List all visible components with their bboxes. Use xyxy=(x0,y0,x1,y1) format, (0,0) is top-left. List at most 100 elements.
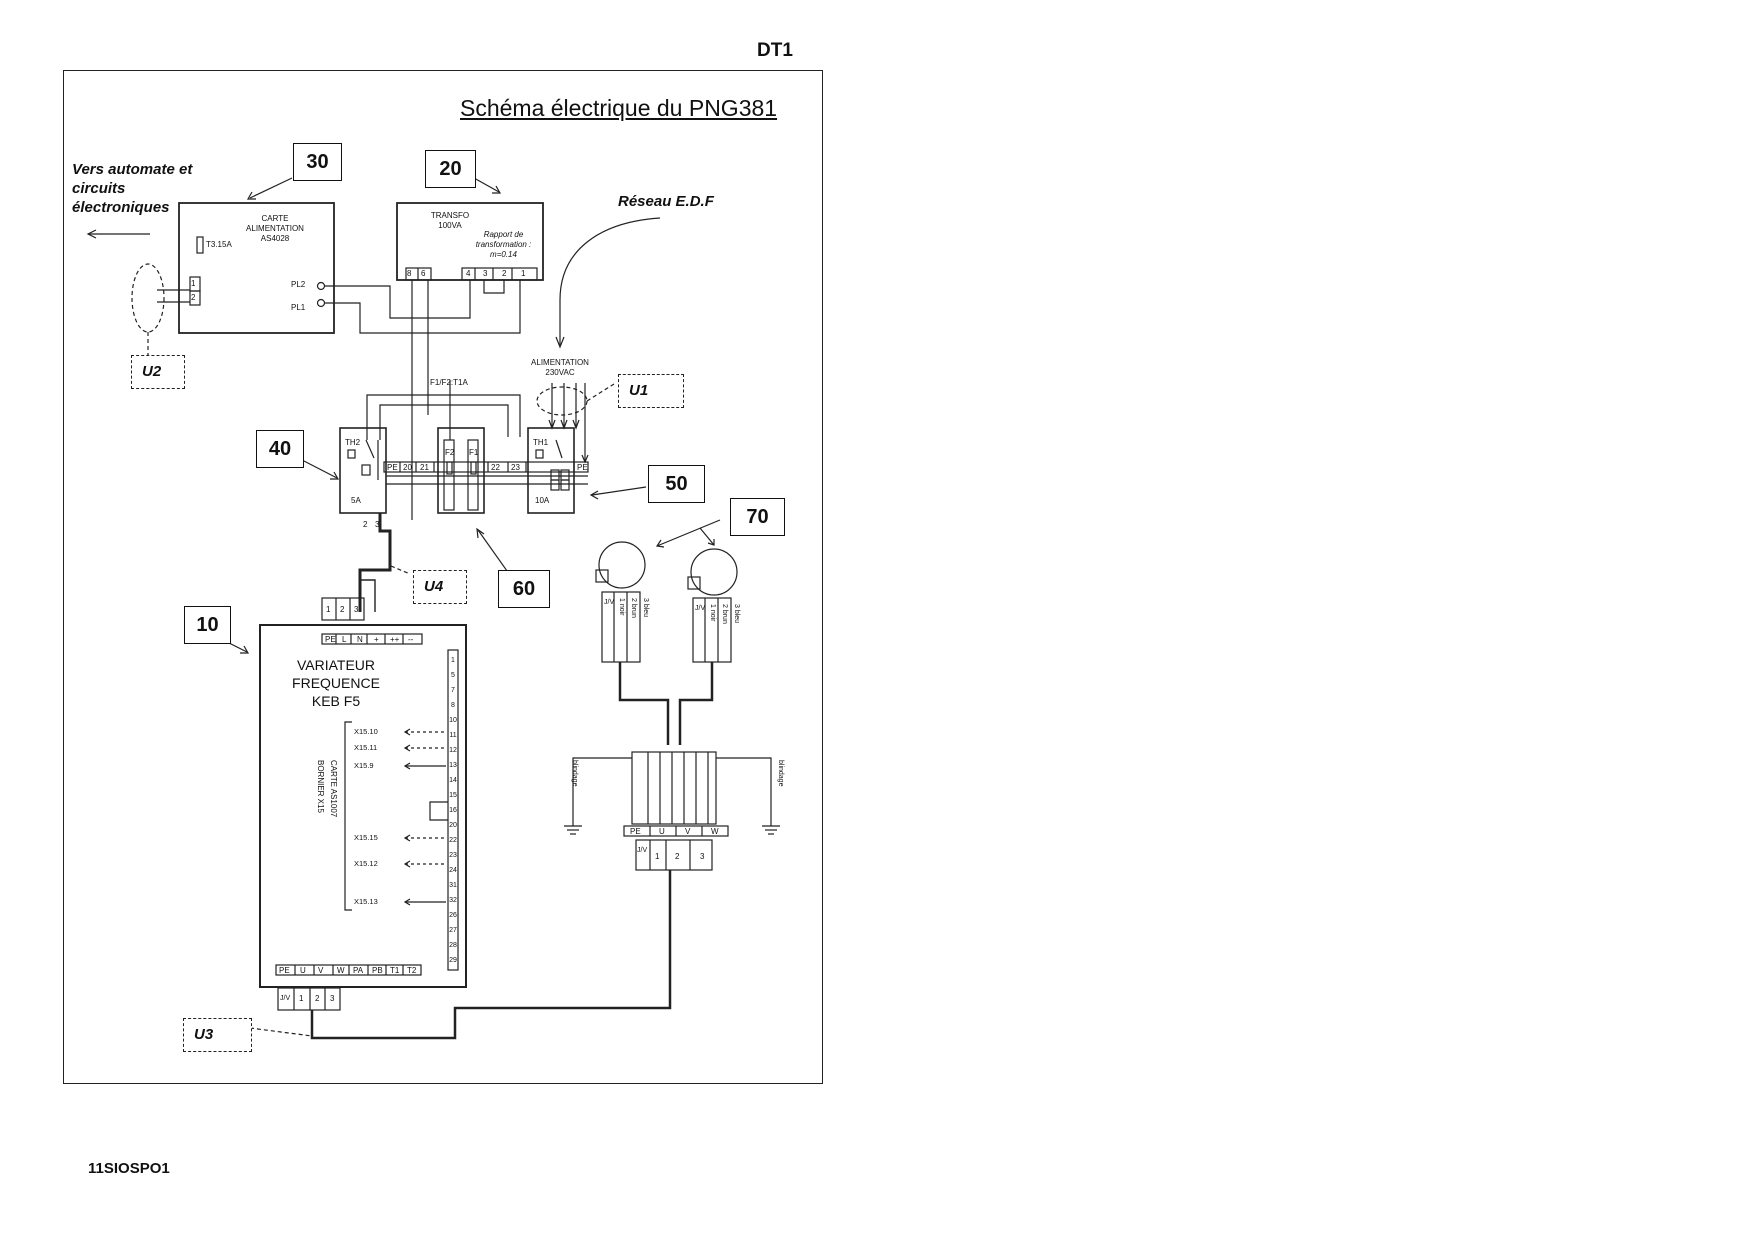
transfo-ratio: Rapport de transformation : m=0.14 xyxy=(466,230,541,260)
transfo-term-4: 4 xyxy=(466,269,471,278)
drive-in-header-3: 3 xyxy=(354,605,359,614)
fuse-f2: F2 xyxy=(445,448,455,457)
drive-in-l: L xyxy=(342,635,347,644)
x15-n26: 26 xyxy=(449,912,457,919)
x15-n23: 23 xyxy=(449,852,457,859)
drive-title: VARIATEUR FREQUENCE KEB F5 xyxy=(286,656,386,710)
drive-out-pe: PE xyxy=(279,966,290,975)
x15-n28: 28 xyxy=(449,942,457,949)
unknown-u4: U4 xyxy=(413,570,467,604)
drive-out-pa: PA xyxy=(353,966,364,975)
board-label-line-2: ALIMENTATION xyxy=(246,224,304,233)
th2-rating: 5A xyxy=(351,496,361,505)
x15-10: X15.10 xyxy=(354,727,378,736)
drive-in-pe: PE xyxy=(325,635,336,644)
strip-22: 22 xyxy=(491,463,500,472)
callout-30: 30 xyxy=(293,143,342,181)
x15-n10: 10 xyxy=(449,717,457,724)
callout-20: 20 xyxy=(425,150,476,188)
strip-pe-left: PE xyxy=(387,463,398,472)
callout-50: 50 xyxy=(648,465,705,503)
x15-n31: 31 xyxy=(449,882,457,889)
drive-cable-3: 3 xyxy=(330,994,335,1003)
motor1-wire-1: 1 noir xyxy=(618,598,625,616)
motor2-wire-3: 3 bleu xyxy=(733,604,740,624)
transfo-ratio-line-3: m=0.14 xyxy=(490,250,517,259)
unknown-u1: U1 xyxy=(618,374,684,408)
drive-out-v: V xyxy=(318,966,324,975)
transfo-ratio-line-1: Rapport de xyxy=(483,230,524,239)
junction-w: W xyxy=(711,827,719,836)
transfo-ratio-line-2: transformation : xyxy=(475,240,532,249)
motor1-wire-earth: J/V xyxy=(604,599,615,606)
drive-in-header-1: 1 xyxy=(326,605,331,614)
x15-n5: 5 xyxy=(451,672,455,679)
transfo-term-2: 2 xyxy=(502,269,507,278)
junction-cable-1: 1 xyxy=(655,852,660,861)
board-fuse-rating: T3.15A xyxy=(206,240,232,249)
drive-out-u: U xyxy=(300,966,306,975)
x15-n20: 20 xyxy=(449,822,457,829)
drive-cable-2: 2 xyxy=(315,994,320,1003)
drive-out-t1: T1 xyxy=(390,966,400,975)
doc-id: DT1 xyxy=(757,40,793,61)
drive-title-line-1: VARIATEUR xyxy=(296,657,376,673)
note-edf: Réseau E.D.F xyxy=(618,193,714,210)
motor2-wire-2: 2 brun xyxy=(721,604,728,624)
callout-40: 40 xyxy=(256,430,304,468)
x15-n7: 7 xyxy=(451,687,455,694)
x15-n24: 24 xyxy=(449,867,457,874)
x15-13: X15.13 xyxy=(354,897,378,906)
drive-out-t2: T2 xyxy=(407,966,417,975)
drive-cable-1: 1 xyxy=(299,994,304,1003)
board-label: CARTE ALIMENTATION AS4028 xyxy=(240,214,310,244)
th2-out-3: 3 xyxy=(375,520,380,529)
board-pl2: PL2 xyxy=(291,280,306,289)
board-pl1: PL1 xyxy=(291,303,306,312)
transfo-label-line-1: TRANSFO xyxy=(430,211,470,220)
x15-n1: 1 xyxy=(451,657,455,664)
x15-n29: 29 xyxy=(449,957,457,964)
motor2-wire-earth: J/V xyxy=(695,605,706,612)
th2-label: TH2 xyxy=(345,438,361,447)
drive-title-line-3: KEB F5 xyxy=(311,693,361,709)
shield-left: blindage xyxy=(571,760,578,787)
drive-in-n: N xyxy=(357,635,363,644)
drive-in-header-2: 2 xyxy=(340,605,345,614)
junction-cable-jv: J/V xyxy=(637,847,648,854)
x15-strip-numbers: 1 5 7 8 10 11 12 13 14 15 16 20 22 23 24… xyxy=(448,653,458,968)
strip-20: 20 xyxy=(403,463,412,472)
shield-right: blindage xyxy=(777,760,784,787)
strip-pe-right: PE xyxy=(577,463,588,472)
motor1-wire-2: 2 brun xyxy=(630,598,637,618)
x15-15: X15.15 xyxy=(354,833,378,842)
x15-n32: 32 xyxy=(449,897,457,904)
transfo-term-6: 6 xyxy=(421,269,426,278)
callout-10: 10 xyxy=(184,606,231,644)
drive-title-line-2: FREQUENCE xyxy=(292,675,380,691)
board-term-2: 2 xyxy=(191,293,196,302)
th2-out-2: 2 xyxy=(363,520,368,529)
bornier-x15-label: BORNIER X15 xyxy=(316,760,325,813)
junction-pe: PE xyxy=(630,827,641,836)
fuse-f1: F1 xyxy=(469,448,479,457)
unknown-u2: U2 xyxy=(131,355,185,389)
board-label-line-1: CARTE xyxy=(261,214,289,223)
junction-v: V xyxy=(685,827,691,836)
x15-n12: 12 xyxy=(449,747,457,754)
x15-11: X15.11 xyxy=(354,743,378,752)
x15-n11: 11 xyxy=(449,732,457,739)
th1-rating: 10A xyxy=(535,496,550,505)
motor2-wire-1: 1 noir xyxy=(709,604,716,622)
note-to-plc-line-3: électroniques xyxy=(72,199,170,216)
x15-12: X15.12 xyxy=(354,859,378,868)
th1-label: TH1 xyxy=(533,438,549,447)
note-to-plc-line-2: circuits xyxy=(72,180,126,197)
transfo-label: TRANSFO 100VA xyxy=(425,211,475,231)
transfo-term-3: 3 xyxy=(483,269,488,278)
x15-9: X15.9 xyxy=(354,761,374,770)
supply-label-line-2: 230VAC xyxy=(545,368,575,377)
transfo-label-line-2: 100VA xyxy=(438,221,462,230)
strip-23: 23 xyxy=(511,463,520,472)
